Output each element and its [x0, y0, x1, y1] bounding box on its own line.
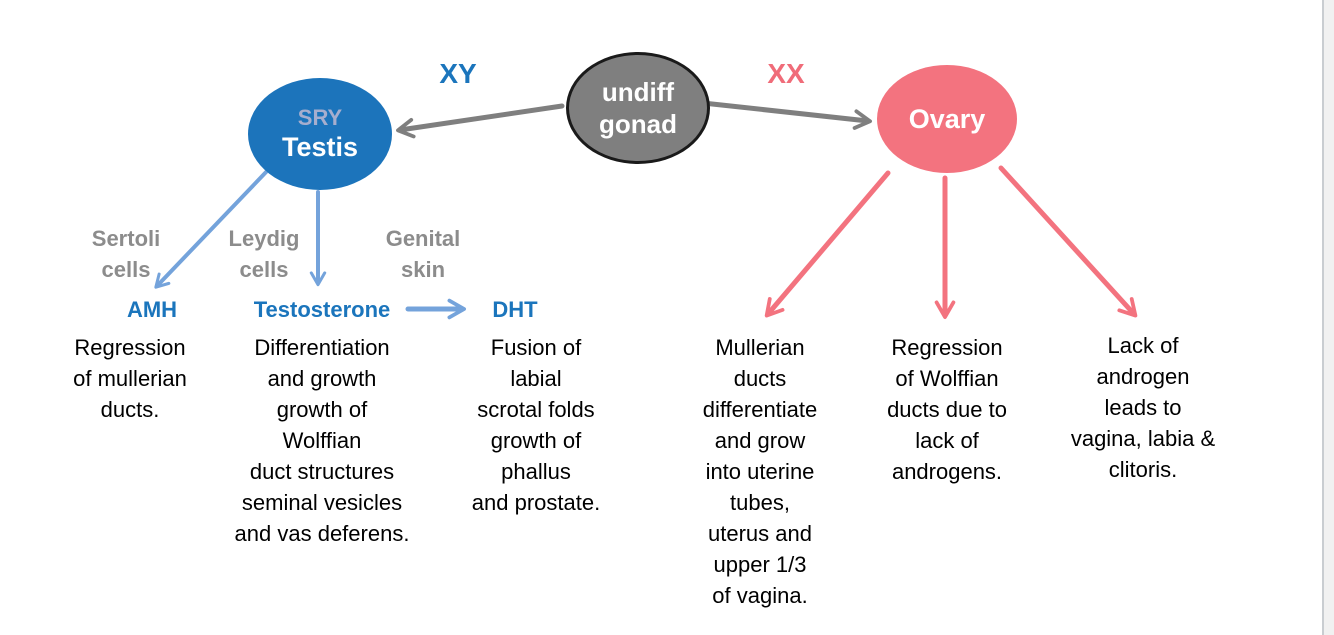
outcome-wolffian-regression-text: Regression of Wolffian ducts due to lack…	[887, 335, 1007, 484]
outcome-dht-text: Fusion of labial scrotal folds growth of…	[471, 335, 601, 515]
arrow-undiff-to-ovary	[700, 100, 872, 130]
page-edge-gutter	[1324, 0, 1334, 635]
node-ovary: Ovary	[877, 65, 1017, 173]
node-testis: SRY Testis	[248, 78, 392, 190]
outcome-mullerian-text: Mullerian ducts differentiate and grow i…	[702, 335, 818, 608]
amh-hormone-label: AMH	[126, 297, 178, 322]
arrow-ovary-to-mullerian	[764, 170, 891, 318]
dht-hormone-label: DHT	[492, 297, 538, 322]
karyotype-xx-label: XX	[767, 58, 805, 89]
outcome-amh-text: Regression of mullerian ducts.	[73, 335, 187, 422]
node-undiff-gonad: undiff gonad	[566, 52, 710, 164]
arrow-undiff-to-testis	[396, 103, 565, 139]
leydig-cells-label: Leydig cells	[228, 226, 300, 282]
arrow-ovary-to-genitalia	[998, 165, 1138, 318]
karyotype-xy-label: XY	[439, 58, 477, 89]
outcome-testosterone-text: Differentiation and growth growth of Wol…	[234, 335, 410, 546]
sertoli-cells-label: Sertoli cells	[91, 226, 161, 282]
testosterone-hormone-label: Testosterone	[253, 297, 391, 322]
sry-gene-label: SRY	[297, 105, 343, 130]
outcome-external-genitalia-text: Lack of androgen leads to vagina, labia …	[1070, 333, 1216, 482]
testis-label: Testis	[281, 132, 359, 162]
page-edge-divider	[1322, 0, 1324, 635]
genital-skin-label: Genital skin	[385, 226, 461, 282]
